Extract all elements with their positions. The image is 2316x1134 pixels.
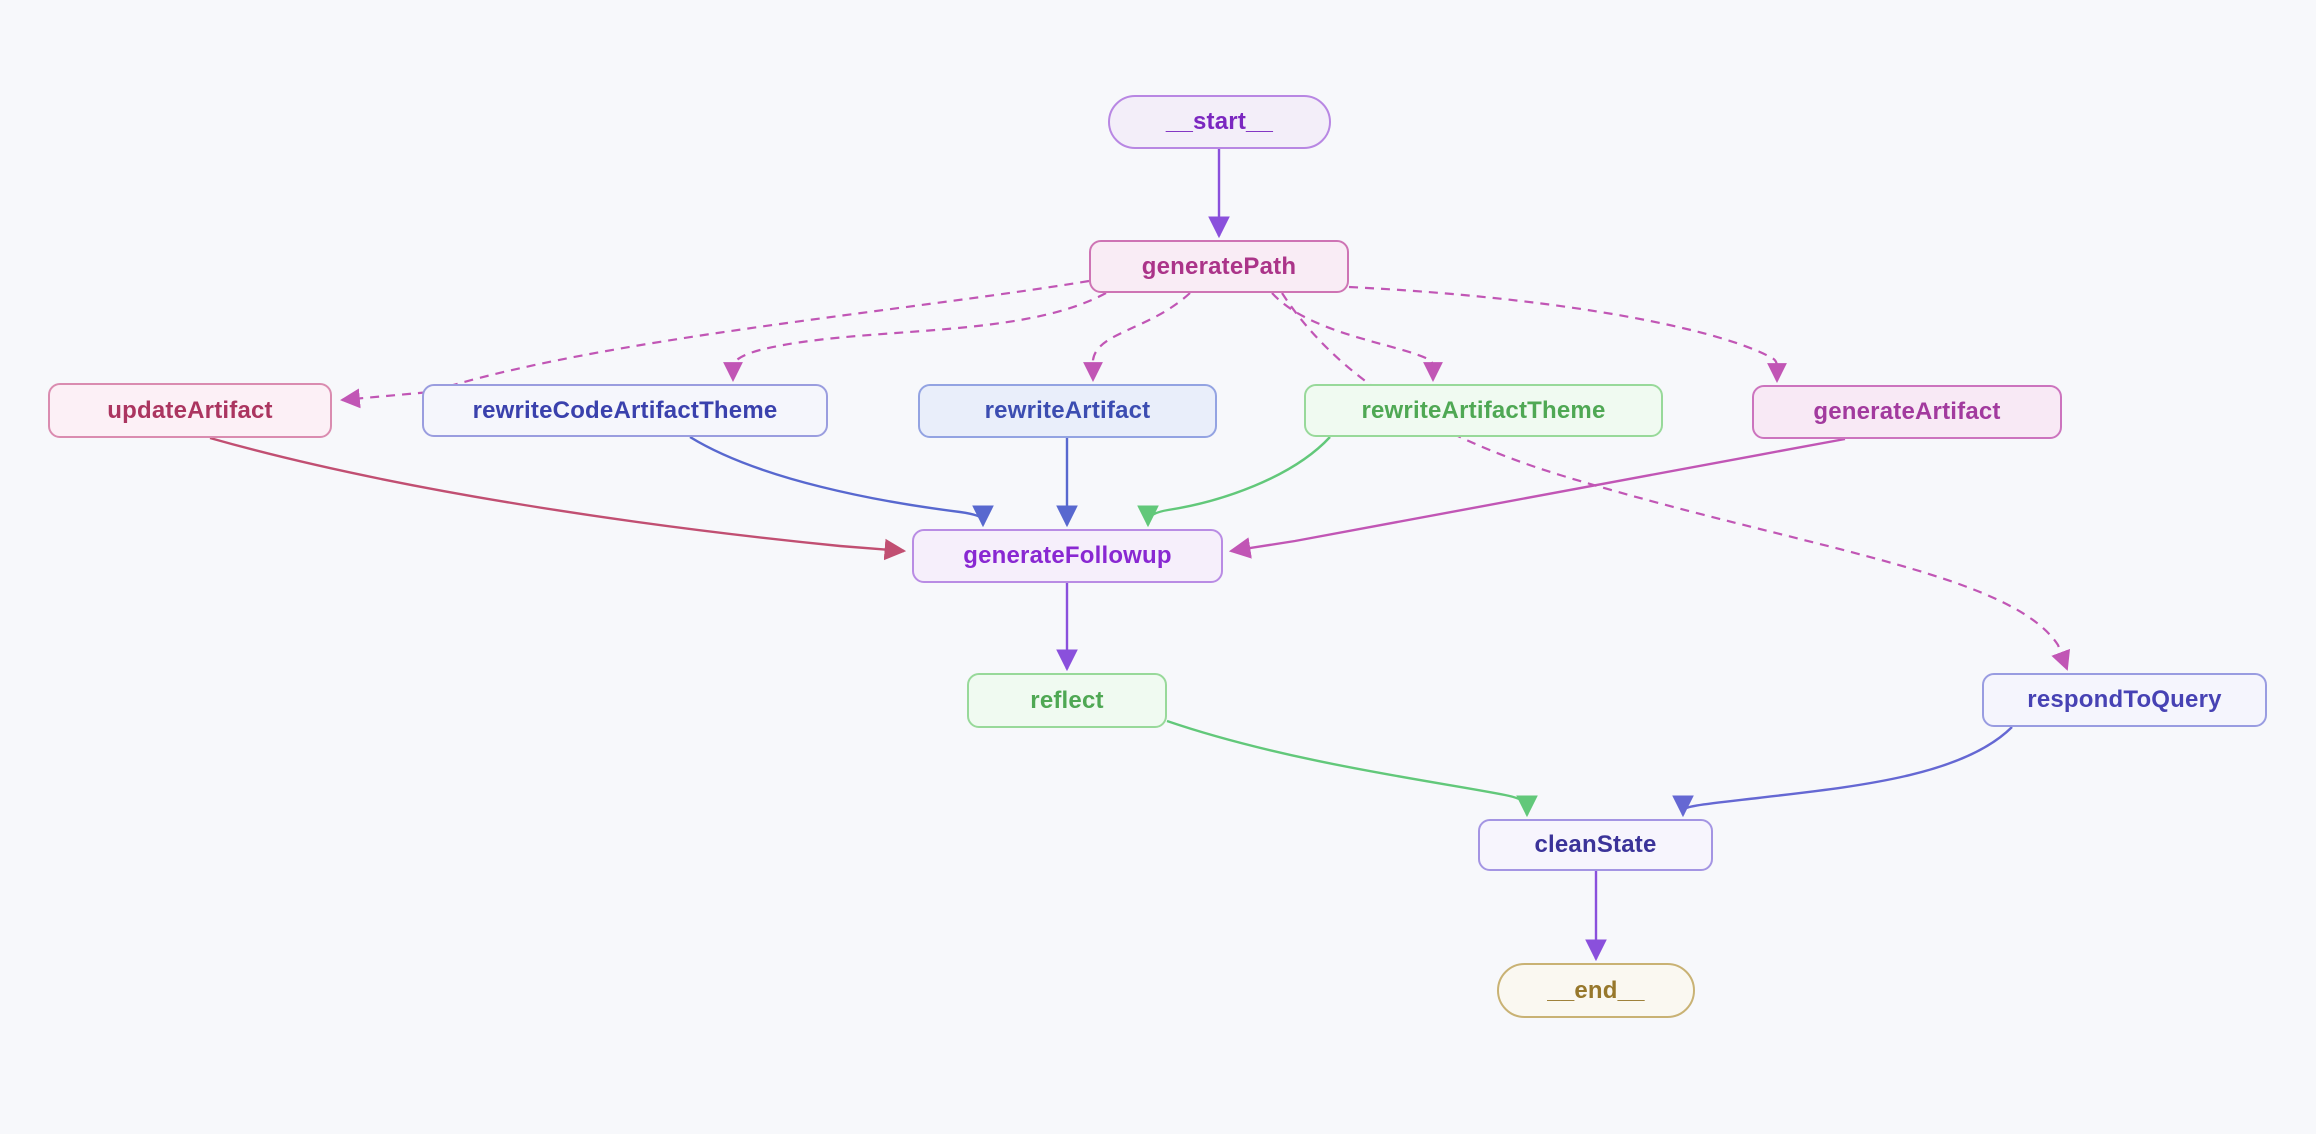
node-label: __start__: [1165, 108, 1274, 135]
node-updateArtifact[interactable]: updateArtifact: [48, 383, 332, 438]
node-label: cleanState: [1534, 831, 1657, 858]
node-rewriteCodeArtifactTheme[interactable]: rewriteCodeArtifactTheme: [422, 384, 828, 437]
edge-rewriteCodeArtifactTheme-generateFollowup: [689, 435, 994, 528]
node-rewriteArtifactTheme[interactable]: rewriteArtifactTheme: [1304, 384, 1663, 437]
edge-generatePath-rewriteArtifact: [1083, 292, 1191, 382]
edge-updateArtifact-generateFollowup: [209, 436, 907, 561]
node-respondToQuery[interactable]: respondToQuery: [1982, 673, 2267, 727]
node-label: updateArtifact: [107, 396, 273, 424]
node-label: rewriteArtifactTheme: [1361, 396, 1606, 424]
node-label: generateArtifact: [1813, 398, 2001, 425]
edge-reflect-cleanState: [1166, 719, 1538, 818]
node-generatePath[interactable]: generatePath: [1089, 240, 1349, 293]
edge-generatePath-respondToQuery: [1281, 292, 2071, 671]
node-reflect[interactable]: reflect: [967, 673, 1167, 728]
edge-generatePath-rewriteCodeArtifactTheme: [723, 292, 1107, 382]
node-label: rewriteCodeArtifactTheme: [472, 396, 778, 424]
edge-generatePath-generateArtifact: [1348, 285, 1787, 383]
node-label: respondToQuery: [2027, 686, 2222, 713]
node-rewriteArtifact[interactable]: rewriteArtifact: [918, 384, 1217, 438]
node-label: generatePath: [1141, 252, 1297, 280]
edge-generateArtifact-generateFollowup: [1228, 437, 1846, 559]
edge-generatePath-updateArtifact: [340, 279, 1090, 409]
node-label: reflect: [1030, 686, 1104, 714]
edge-generatePath-rewriteArtifactTheme: [1271, 292, 1443, 382]
node-__start__[interactable]: __start__: [1108, 95, 1331, 149]
node-generateFollowup[interactable]: generateFollowup: [912, 529, 1223, 583]
edge-respondToQuery-cleanState: [1672, 726, 2013, 818]
edge-rewriteArtifactTheme-generateFollowup: [1137, 436, 1331, 528]
node-label: generateFollowup: [963, 542, 1172, 569]
node-generateArtifact[interactable]: generateArtifact: [1752, 385, 2062, 439]
node-__end__[interactable]: __end__: [1497, 963, 1695, 1018]
node-label: rewriteArtifact: [984, 397, 1151, 424]
node-label: __end__: [1547, 976, 1645, 1004]
node-cleanState[interactable]: cleanState: [1478, 819, 1713, 871]
